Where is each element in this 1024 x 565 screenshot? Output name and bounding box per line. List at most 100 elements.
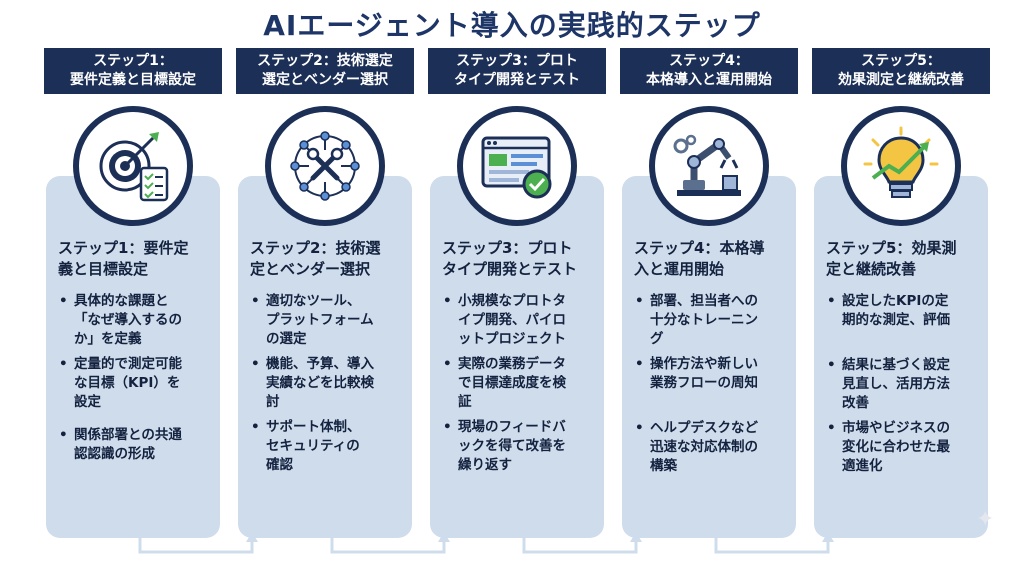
bullet-line: 機能、予算、導入 (266, 356, 374, 372)
step-column-5: ステップ5： 効果測定と継続改善 ステップ5：効果測 定と継続改善 設定したKP… (812, 48, 990, 538)
bullet-list: 部署、担当者への 十分なトレーニン グ 操作方法や新しい 業務フローの周知 ヘル… (632, 292, 792, 476)
step-header-line: ステップ3：プロト (456, 53, 578, 69)
card-title-line: ステップ1：要件定 (58, 239, 189, 257)
step-column-2: ステップ2：技術選定 選定とベンダー選択 (236, 48, 414, 538)
bullet-list: 小規模なプロトタ イプ開発、パイロ ットプロジェクト 実際の業務データ で目標達… (440, 292, 600, 475)
bullet-line: 適進化 (842, 458, 883, 474)
card-title-line: 定とベンダー選択 (250, 260, 371, 278)
step-header: ステップ1： 要件定義と目標設定 (44, 48, 222, 94)
bullet-line: ットプロジェクト (458, 331, 566, 347)
card-title: ステップ4：本格導 入と運用開始 (634, 238, 790, 280)
prototype-window-icon (481, 136, 552, 199)
bullet-line: 討 (266, 394, 280, 410)
list-item: 現場のフィードバ ックを得て改善を 繰り返す (440, 418, 600, 475)
step-column-3: ステップ3：プロト タイプ開発とテスト ステップ3：プロト タイプ開発とテスト … (428, 48, 606, 538)
bullet-line: 実績などを比較検 (266, 375, 374, 391)
page-title: AIエージェント導入の実践的ステップ (263, 9, 761, 42)
bullet-line: 十分なトレーニン (650, 312, 758, 328)
bullet-line: 設定したKPIの定 (842, 293, 949, 309)
card-title-line: 定と継続改善 (826, 260, 917, 278)
card-title: ステップ5：効果測 定と継続改善 (826, 238, 982, 280)
bullet-line: 業務フローの周知 (650, 375, 758, 391)
bullet-list: 設定したKPIの定 期的な測定、評価 結果に基づく設定 見直し、活用方法 改善 … (824, 292, 984, 476)
bullet-line: ヘルプデスクなど (650, 420, 758, 436)
list-item: 部署、担当者への 十分なトレーニン グ (632, 292, 792, 349)
icon-ring (265, 106, 385, 226)
bullet-line: 構築 (650, 458, 677, 474)
step-header-line: タイプ開発とテスト (454, 72, 580, 88)
bullet-list: 具体的な課題と 「なぜ導入するの か」を定義 定量的で測定可能 な目標（KPI）… (56, 292, 216, 464)
list-item: 設定したKPIの定 期的な測定、評価 (824, 292, 984, 330)
icon-ring (649, 106, 769, 226)
arrow-connector (522, 538, 638, 554)
bullet-line: で目標達成度を検 (458, 375, 566, 391)
bullet-line: 改善 (842, 395, 869, 411)
bullet-line: 関係部署との共通 (74, 427, 182, 443)
bullet-line: 現場のフィードバ (458, 419, 566, 435)
bullet-line: 具体的な課題と (74, 293, 169, 309)
list-item: 結果に基づく設定 見直し、活用方法 改善 (824, 356, 984, 413)
step-header-line: 選定とベンダー選択 (262, 72, 388, 88)
card-title-line: タイプ開発とテスト (442, 260, 578, 278)
bullet-line: の選定 (266, 331, 307, 347)
bullet-line: グ (650, 331, 664, 347)
list-item: 実際の業務データ で目標達成度を検 証 (440, 355, 600, 412)
icon-ring (841, 106, 961, 226)
step-column-1: ステップ1： 要件定義と目標設定 ステップ1：要件定 義と目標設定 具体的な課題… (44, 48, 222, 538)
bullet-line: な目標（KPI）を (74, 375, 181, 391)
bullet-line: 変化に合わせた最 (842, 439, 950, 455)
bullet-line: 認認識の形成 (74, 446, 155, 462)
list-item: 市場やビジネスの 変化に合わせた最 適進化 (824, 419, 984, 476)
list-item: 関係部署との共通 認認識の形成 (56, 426, 216, 464)
bullet-line: セキュリティの (266, 438, 360, 454)
card-title-line: ステップ3：プロト (442, 239, 573, 257)
bullet-line: プラットフォーム (266, 312, 374, 328)
icon-ring (73, 106, 193, 226)
bullet-line: 実際の業務データ (458, 356, 566, 372)
card-title-line: ステップ5：効果測 (826, 239, 957, 257)
bullet-line: 設定 (74, 394, 101, 410)
arrow-connector (714, 538, 830, 554)
sparkle-icon: ✦ (976, 507, 995, 532)
step-header-line: ステップ5： (861, 53, 941, 69)
list-item: ヘルプデスクなど 迅速な対応体制の 構築 (632, 419, 792, 476)
lightbulb-chart-icon (863, 126, 939, 198)
bullet-line: 「なぜ導入するの (74, 312, 182, 328)
icon-ring (457, 106, 577, 226)
bullet-line: 市場やビジネスの (842, 420, 950, 436)
bullet-line: 繰り返す (458, 457, 512, 473)
list-item: 小規模なプロトタ イプ開発、パイロ ットプロジェクト (440, 292, 600, 349)
bullet-line: 小規模なプロトタ (458, 293, 566, 309)
bullet-line: 定量的で測定可能 (74, 356, 182, 372)
bullet-line: 確認 (266, 457, 293, 473)
bullet-line: 期的な測定、評価 (842, 312, 950, 328)
arrow-connector (138, 538, 254, 554)
bullet-line: ックを得て改善を (458, 438, 566, 454)
step-header: ステップ4： 本格導入と運用開始 (620, 48, 798, 94)
bullet-line: 見直し、活用方法 (842, 376, 950, 392)
step-header-line: 要件定義と目標設定 (70, 72, 196, 88)
bullet-line: 迅速な対応体制の (650, 439, 758, 455)
card-title: ステップ2：技術選 定とベンダー選択 (250, 238, 406, 280)
target-checklist-icon (99, 132, 169, 202)
bullet-line: 操作方法や新しい (650, 356, 758, 372)
list-item: サポート体制、 セキュリティの 確認 (248, 418, 408, 475)
list-item: 機能、予算、導入 実績などを比較検 討 (248, 355, 408, 412)
bullet-line: か」を定義 (74, 331, 142, 347)
bullet-line: 部署、担当者への (650, 293, 758, 309)
step-header: ステップ5： 効果測定と継続改善 (812, 48, 990, 94)
step-header-line: ステップ4： (669, 53, 749, 69)
step-header: ステップ3：プロト タイプ開発とテスト (428, 48, 606, 94)
list-item: 適切なツール、 プラットフォーム の選定 (248, 292, 408, 349)
list-item: 具体的な課題と 「なぜ導入するの か」を定義 (56, 292, 216, 349)
arrow-connector (330, 538, 446, 554)
bullet-line: イプ開発、パイロ (458, 312, 566, 328)
step-header: ステップ2：技術選定 選定とベンダー選択 (236, 48, 414, 94)
card-title-line: 義と目標設定 (58, 260, 149, 278)
card-title-line: 入と運用開始 (634, 260, 725, 278)
step-header-line: 本格導入と運用開始 (646, 72, 772, 88)
list-item: 定量的で測定可能 な目標（KPI）を 設定 (56, 355, 216, 412)
card-title-line: ステップ2：技術選 (250, 239, 381, 257)
card-title: ステップ3：プロト タイプ開発とテスト (442, 238, 598, 280)
bullet-line: 証 (458, 394, 472, 410)
